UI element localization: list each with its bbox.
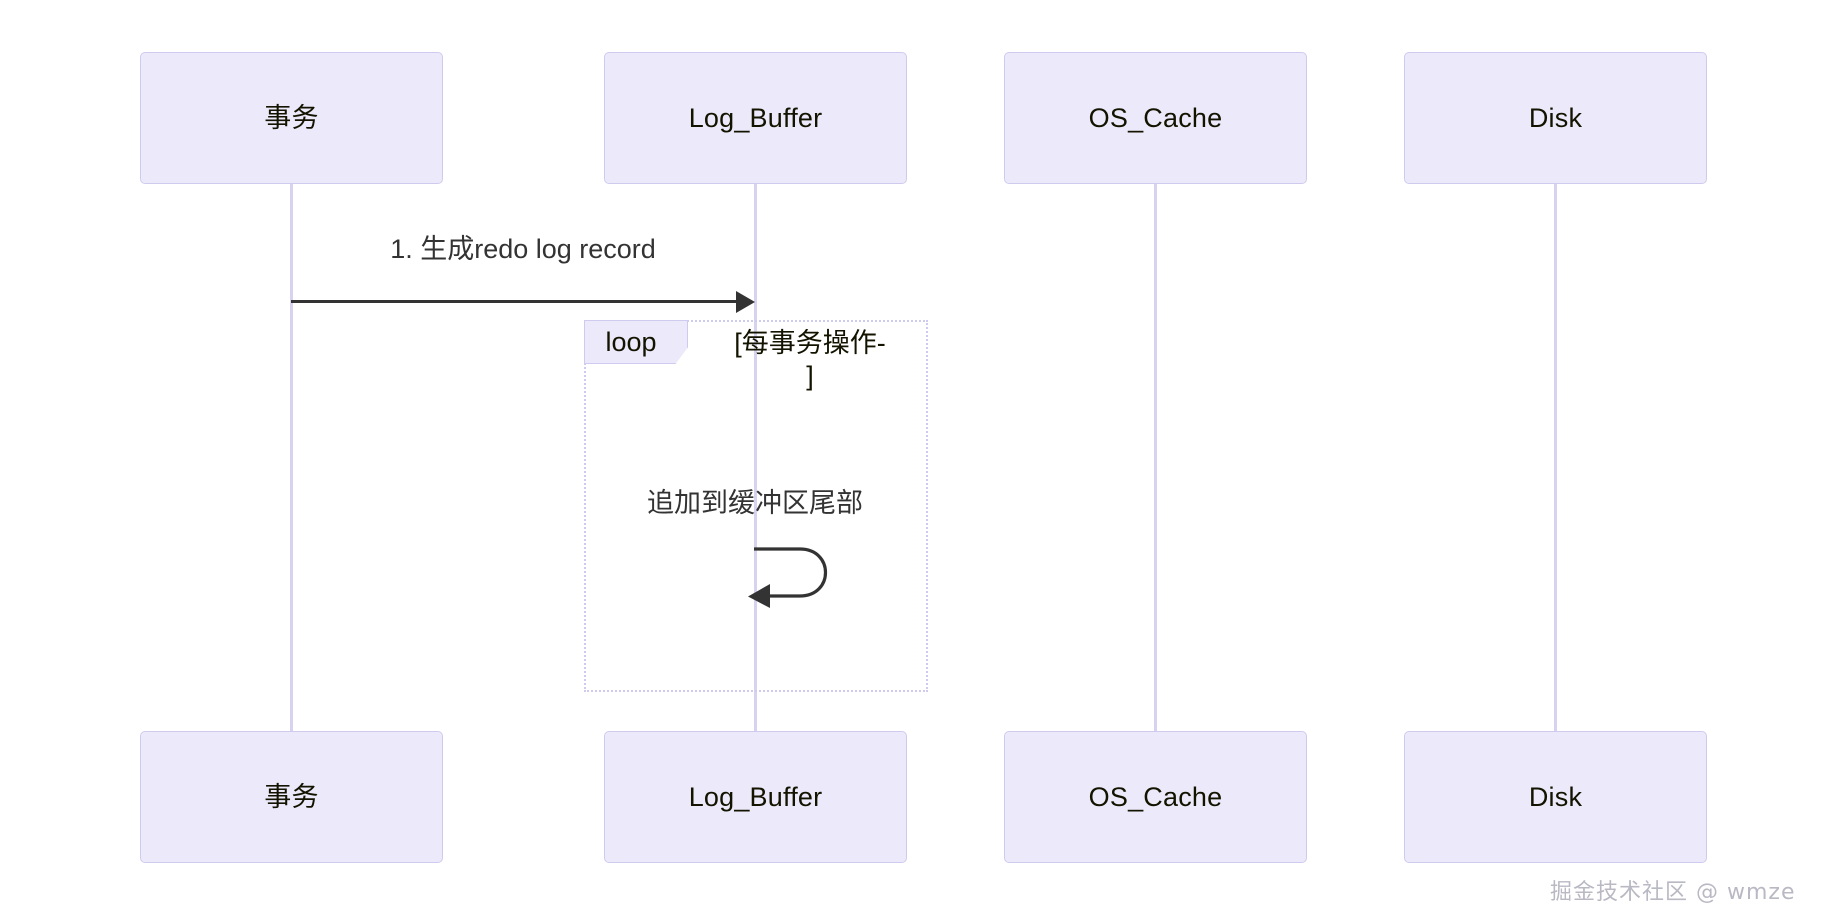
lifeline-transaction [290,184,293,732]
message-arrowhead-1 [736,291,755,313]
self-message-arrow [748,547,827,608]
lifeline-log-buffer [754,184,757,732]
participant-box-transaction-top[interactable]: 事务 [140,52,443,184]
participant-box-disk-top[interactable]: Disk [1404,52,1707,184]
participant-box-disk-bottom[interactable]: Disk [1404,731,1707,863]
participant-box-transaction-bottom[interactable]: 事务 [140,731,443,863]
participant-box-os-cache-bottom[interactable]: OS_Cache [1004,731,1307,863]
message-line-1 [291,300,736,303]
participant-box-os-cache-top[interactable]: OS_Cache [1004,52,1307,184]
lifeline-disk [1554,184,1557,732]
watermark: 掘金技术社区 @ wmze [1550,880,1796,905]
loop-fragment-tab: loop [584,320,688,364]
loop-fragment-frame [584,320,928,692]
participant-box-log-buffer-top[interactable]: Log_Buffer [604,52,907,184]
loop-fragment-condition: [每事务操作- ] [734,328,886,391]
message-label-1: 1. 生成redo log record [390,234,656,264]
participant-box-log-buffer-bottom[interactable]: Log_Buffer [604,731,907,863]
lifeline-os-cache [1154,184,1157,732]
self-message-label: 追加到缓冲区尾部 [647,488,863,518]
